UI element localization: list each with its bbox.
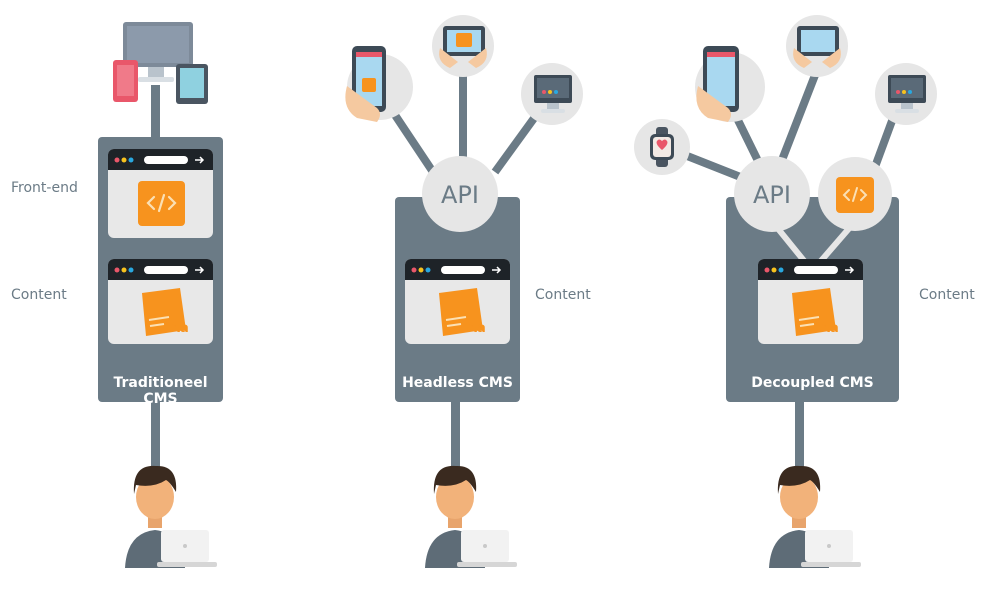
phone-icon	[695, 46, 765, 122]
connector-line	[491, 107, 544, 175]
desktop-icon	[875, 63, 937, 125]
connector-line	[772, 223, 808, 264]
frontend-label: Front-end	[11, 180, 78, 196]
svg-text:Aa: Aa	[467, 321, 486, 336]
desktop-icon	[521, 63, 583, 125]
api-label: API	[753, 181, 791, 209]
content-label: Content	[11, 287, 67, 303]
svg-text:Aa: Aa	[820, 321, 839, 336]
connector-line	[778, 68, 821, 162]
content-label: Content	[919, 287, 975, 303]
content-doc-icon: Aa	[142, 288, 189, 336]
tablet-icon	[786, 15, 848, 77]
smartwatch-icon	[634, 119, 690, 175]
traditional-cms-group: Aa	[98, 22, 223, 472]
developer-person-icon	[769, 465, 861, 568]
api-label: API	[441, 181, 479, 209]
connector-line	[151, 85, 160, 140]
api-badge: API	[734, 156, 810, 232]
content-doc-icon: Aa	[792, 288, 839, 336]
phone-icon	[345, 46, 413, 122]
connector-line	[451, 400, 460, 472]
content-label: Content	[535, 287, 591, 303]
frontend-badge	[818, 157, 892, 231]
content-card: Aa	[108, 259, 213, 344]
svg-text:Aa: Aa	[170, 321, 189, 336]
content-doc-icon: Aa	[439, 288, 486, 336]
traditional-cms-title: Traditioneel CMS	[113, 375, 208, 407]
developer-person-icon	[425, 465, 517, 568]
decoupled-cms-group: API	[634, 15, 937, 472]
content-card: Aa	[758, 259, 863, 344]
frontend-card	[108, 149, 213, 238]
phone-icon	[113, 60, 138, 102]
content-card: Aa	[405, 259, 510, 344]
connector-line	[795, 400, 804, 472]
desktop-icon	[123, 22, 193, 82]
decoupled-cms-title: Decoupled CMS	[751, 375, 874, 391]
developer-person-icon	[125, 465, 217, 568]
tablet-icon	[176, 64, 208, 104]
headless-cms-title: Headless CMS	[402, 375, 513, 391]
connector-line	[151, 400, 160, 472]
connector-line	[817, 223, 855, 264]
code-icon	[836, 177, 874, 213]
headless-cms-group: API Aa	[345, 15, 583, 472]
code-icon	[138, 181, 185, 226]
api-badge: API	[422, 156, 498, 232]
tablet-icon	[432, 15, 494, 77]
